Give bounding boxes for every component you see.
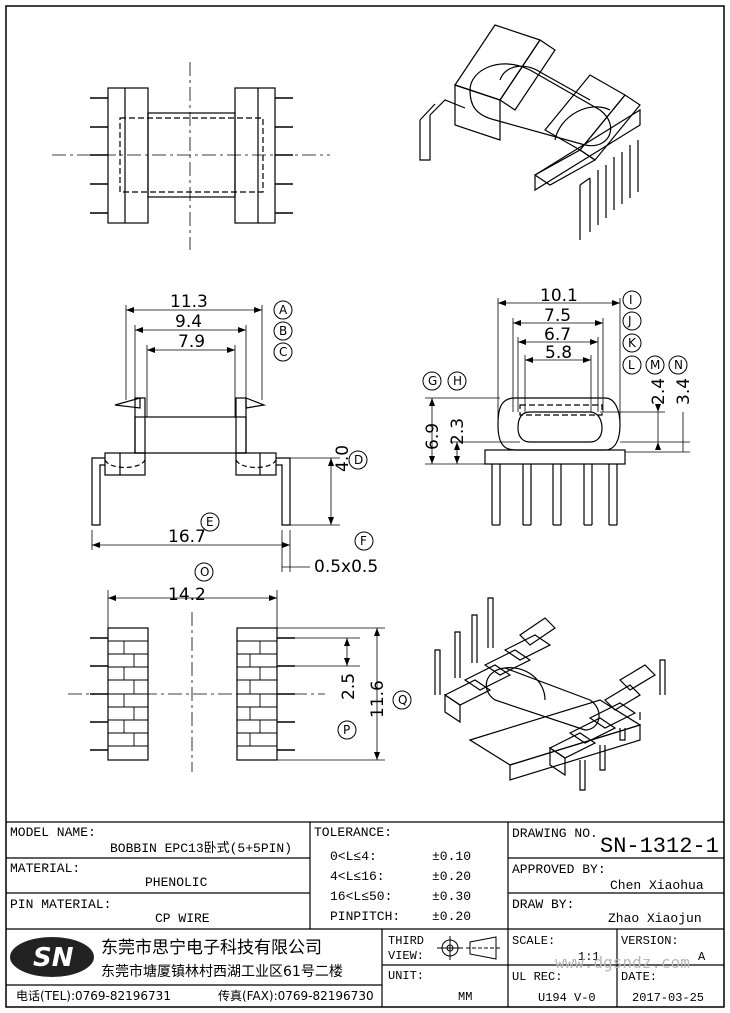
dim-5-8: 5.8: [545, 343, 572, 363]
scale-value: 1:1: [578, 950, 600, 964]
tol-range-2: 4<L≤16:: [330, 869, 385, 884]
drawing-no-value: SN-1312-1: [600, 834, 719, 859]
pin-material-value: CP WIRE: [155, 911, 210, 926]
dim-10-1: 10.1: [540, 286, 578, 306]
unit-label: UNIT:: [388, 969, 424, 983]
tol-range-4: PINPITCH:: [330, 909, 400, 924]
front-view-dimensions: [91, 305, 340, 572]
tol-value-1: ±0.10: [432, 849, 471, 864]
dim-11-6: 11.6: [368, 680, 388, 718]
tol-range-3: 16<L≤50:: [330, 889, 392, 904]
label-k: K: [628, 336, 637, 350]
dim-2-3: 2.3: [448, 418, 468, 445]
dim-14-2: 14.2: [168, 585, 206, 605]
dim-7-5: 7.5: [544, 306, 571, 326]
label-e: E: [206, 515, 214, 529]
tol-range-1: 0<L≤4:: [330, 849, 377, 864]
tol-value-4: ±0.20: [432, 909, 471, 924]
approved-by-label: APPROVED BY:: [512, 862, 606, 877]
bottom-view: [68, 612, 325, 772]
company-logo-text: SN: [33, 943, 74, 973]
drawing-no-label: DRAWING NO.: [512, 826, 598, 841]
approved-by-value: Chen Xiaohua: [610, 878, 704, 893]
label-p: P: [343, 723, 350, 737]
tol-value-3: ±0.30: [432, 889, 471, 904]
front-view: [91, 397, 291, 526]
label-circles-side: [422, 290, 688, 391]
side-view-dim-arrows: [429, 300, 661, 464]
dim-16-7: 16.7: [168, 527, 206, 547]
dim-6-7: 6.7: [544, 325, 571, 345]
label-g: G: [428, 374, 437, 388]
third-view-label: THIRD: [388, 934, 424, 948]
draw-by-value: Zhao Xiaojun: [608, 911, 702, 926]
model-name-value: BOBBIN EPC13卧式(5+5PIN): [110, 841, 292, 856]
label-d: D: [354, 453, 363, 467]
sheet-border: [5, 5, 725, 1008]
company-tel: 电话(TEL):0769-82196731: [16, 989, 171, 1003]
ul-rec-label: UL REC:: [512, 970, 562, 984]
side-view-dimensions: [425, 298, 690, 465]
label-i: I: [629, 293, 633, 307]
label-m: M: [650, 358, 660, 372]
date-value: 2017-03-25: [632, 991, 704, 1005]
label-o: O: [200, 565, 209, 579]
company-name: 东莞市思宁电子科技有限公司: [101, 938, 322, 958]
company-logo: [10, 937, 94, 977]
front-view-dim-arrows: [92, 307, 334, 548]
dim-2-5: 2.5: [339, 673, 359, 700]
label-h: H: [453, 374, 462, 388]
watermark: www.dgsndz.com: [555, 953, 690, 972]
label-n: N: [674, 358, 683, 372]
isometric-view-bottom: [434, 597, 666, 791]
third-angle-projection-icon: [437, 936, 500, 960]
label-l: L: [628, 358, 635, 372]
third-view-label-2: VIEW:: [388, 949, 424, 963]
tol-value-2: ±0.20: [432, 869, 471, 884]
isometric-view-top: [419, 24, 641, 240]
label-j: J: [627, 314, 632, 328]
ul-rec-value: U194 V-0: [538, 991, 596, 1005]
dim-6-9: 6.9: [423, 423, 443, 450]
company-fax: 传真(FAX):0769-82196730: [218, 988, 374, 1003]
material-value: PHENOLIC: [145, 875, 208, 890]
scale-label: SCALE:: [512, 934, 555, 948]
version-value: A: [698, 950, 706, 964]
bottom-view-dimensions: [107, 590, 385, 761]
date-label: DATE:: [621, 970, 657, 984]
model-name-label: MODEL NAME:: [10, 825, 96, 840]
dim-3-4: 3.4: [674, 378, 694, 405]
version-label: VERSION:: [621, 934, 679, 948]
draw-by-label: DRAW BY:: [512, 897, 574, 912]
dim-4-0: 4.0: [333, 445, 353, 472]
dim-0-5x0-5: 0.5x0.5: [314, 557, 378, 577]
material-label: MATERIAL:: [10, 861, 80, 876]
label-q: Q: [398, 693, 407, 707]
label-f: F: [360, 534, 367, 548]
company-address: 东莞市塘厦镇林村西湖工业区61号二楼: [101, 963, 343, 980]
dim-11-3: 11.3: [170, 292, 208, 312]
bottom-view-dim-arrows: [108, 595, 380, 760]
dim-7-9: 7.9: [178, 332, 205, 352]
label-circles-front: [200, 300, 374, 551]
top-view: [52, 62, 330, 250]
dim-9-4: 9.4: [175, 312, 202, 332]
unit-value: MM: [458, 990, 472, 1004]
pin-material-label: PIN MATERIAL:: [10, 897, 111, 912]
label-c: C: [279, 345, 287, 359]
label-a: A: [279, 303, 288, 317]
tolerance-label: TOLERANCE:: [314, 825, 392, 840]
label-b: B: [279, 324, 287, 338]
label-circles-bottom: [194, 562, 412, 740]
side-view: [484, 397, 626, 526]
title-block-grid: [6, 821, 724, 1007]
dim-2-4: 2.4: [649, 378, 669, 405]
